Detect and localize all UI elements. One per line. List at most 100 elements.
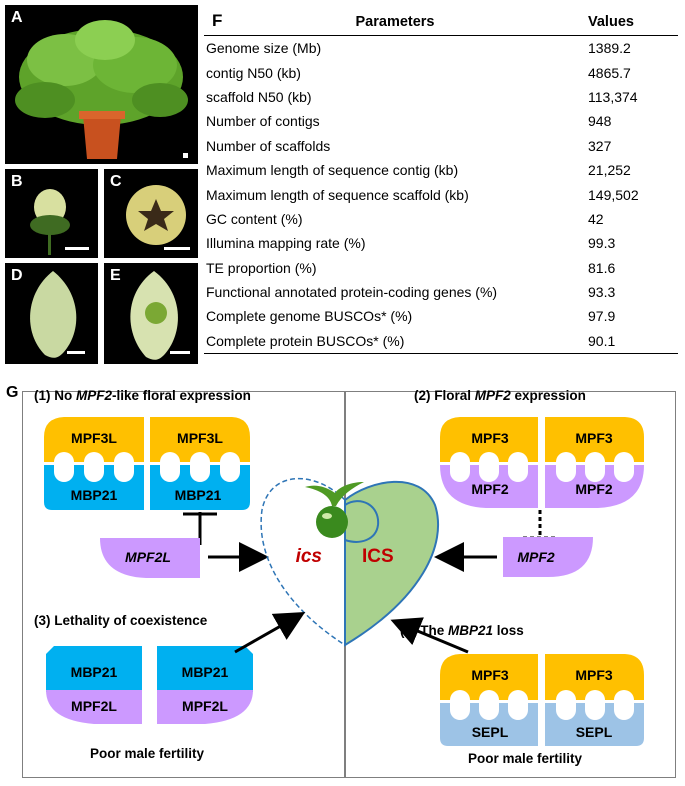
mbp21-protein-right-section-3: MBP21 [157,646,253,692]
table-row: Maximum length of sequence contig (kb)21… [204,158,678,182]
genome-statistics-table-panel: F Parameters Values Genome size (Mb)1389… [204,9,678,355]
svg-text:MPF2: MPF2 [575,481,613,497]
header-values: Values [586,9,678,36]
mbp21-protein-left-section-3: MBP21 [46,646,142,692]
scale-bar-d [67,351,85,354]
value-cell: 42 [588,210,604,227]
section-3-title: (3) Lethality of coexistence [34,613,208,628]
panel-label-b: B [11,173,23,190]
mpf3-protein-left-section-2: MPF3 [440,417,538,462]
model-diagram-box [22,391,676,778]
mpf2-protein-left-section-2: MPF2 [440,465,538,508]
value-cell: 81.6 [588,259,616,276]
photo-panel-b: B [5,169,98,258]
table-row: Genome size (Mb) 1389.2 [204,36,678,61]
svg-text:MPF2L: MPF2L [125,549,171,565]
sepl-protein-right: SEPL [545,703,644,746]
sepl-protein-left: SEPL [440,703,538,746]
photo-panel-d: D [5,263,98,364]
berry-icon [316,506,348,538]
ics-wildtype-label: ICS [362,546,394,567]
table-row: Complete genome BUSCOs* (%) 97.9 [204,304,678,328]
svg-text:MBP21: MBP21 [71,664,118,680]
genome-statistics-table: Parameters Values Genome size (Mb) 1389.2… [204,9,678,355]
value-cell: 1389.2 [588,40,631,57]
open-calyx-illustration [130,271,178,360]
mpf2l-protein-left-section-3: MPF2L [46,690,142,724]
value-cell: 97.9 [588,308,616,325]
photo-panel-e: E [104,263,198,364]
mpf2l-protein-right-section-3: MPF2L [157,690,253,724]
mpf3l-protein-right: MPF3L [150,417,250,462]
scale-bar-c [164,247,190,250]
parameter-cell: contig N50 (kb) [206,64,301,81]
value-cell: 93.3 [588,284,616,301]
mpf2-protein-section-2-bottom: MPF2 [503,537,593,577]
parameter-cell: GC content (%) [206,210,303,227]
table-header-row: Parameters Values [204,9,678,36]
plant-illustration [15,20,188,159]
svg-text:MPF3L: MPF3L [177,430,223,446]
poor-fertility-right-label: Poor male fertility [468,751,583,766]
header-parameters: Parameters [204,9,586,36]
mpf3l-protein-left: MPF3L [44,417,144,462]
table-row: Illumina mapping rate (%) 99.3 [204,231,678,255]
svg-text:SEPL: SEPL [472,724,509,740]
svg-text:MPF2: MPF2 [471,481,509,497]
svg-text:MBP21: MBP21 [182,664,229,680]
parameter-cell: Illumina mapping rate (%) [206,235,366,252]
mbp21-protein-right: MBP21 [150,465,250,510]
panel-label-a: A [11,9,23,26]
panel-label-d: D [11,267,23,284]
value-cell: 948 [588,113,612,130]
table-row: GC content (%) 42 [204,207,678,231]
parameter-cell: Number of scaffolds [206,137,331,154]
table-body: Genome size (Mb) 1389.2 contig N50 (kb) 486… [204,36,678,355]
table-row: Complete protein BUSCOs* (%)90.1 [204,328,678,355]
parameter-cell: scaffold N50 (kb) [206,88,312,105]
arrow-mbp21-loss-to-ics [390,617,469,654]
value-cell: 327 [588,137,612,154]
value-cell: 99.3 [588,235,616,252]
berry-highlight [322,513,332,519]
mpf3-protein-right-section-4: MPF3 [545,654,644,700]
value-cell: 21,252 [588,162,631,179]
table-row: scaffold N50 (kb) 113,374 [204,85,678,109]
mpf2-protein-right-section-2: MPF2 [545,465,644,508]
calyx-inner-curve [344,500,380,543]
svg-text:MPF2L: MPF2L [182,698,228,714]
parameter-cell: Functional annotated protein-coding gene… [206,284,498,301]
svg-text:MPF3: MPF3 [471,430,509,446]
parameter-cell: Number of contigs [206,113,320,130]
value-cell: 90.1 [586,328,678,355]
svg-text:MPF3: MPF3 [575,430,613,446]
value-cell: 113,374 [588,88,638,105]
svg-text:MPF3: MPF3 [471,667,509,683]
mbp21-protein-left: MBP21 [44,465,144,510]
parameter-cell: Genome size (Mb) [206,40,322,57]
scale-bar-b [65,247,89,250]
calyx-illustration [30,271,77,358]
parameter-cell: Complete protein BUSCOs* (%) [204,328,586,355]
section-2-title: (2) Floral MPF2 expression [414,388,586,403]
table-row: Functional annotated protein-coding gene… [204,280,678,304]
svg-text:MPF2: MPF2 [517,549,555,565]
table-row: contig N50 (kb) 4865.7 [204,60,678,84]
ics-calyx-outline [260,478,346,646]
table-row: Number of scaffolds 327 [204,134,678,158]
bud-illustration [30,189,70,255]
arrow-lethality-to-ics [234,612,306,654]
value-cell: 4865.7 [588,64,631,81]
panel-label-e: E [110,267,121,284]
mpf3-protein-left-section-4: MPF3 [440,654,538,700]
svg-text:MPF2L: MPF2L [71,698,117,714]
flower-illustration [126,185,186,245]
parameter-cell: Complete genome BUSCOs* (%) [206,308,413,325]
photo-panel-c: C [104,169,198,258]
svg-text:MBP21: MBP21 [175,487,222,503]
scale-bar-a [183,153,188,158]
svg-text:MBP21: MBP21 [71,487,118,503]
svg-text:MPF3: MPF3 [575,667,613,683]
panel-label-g: G [6,384,19,401]
